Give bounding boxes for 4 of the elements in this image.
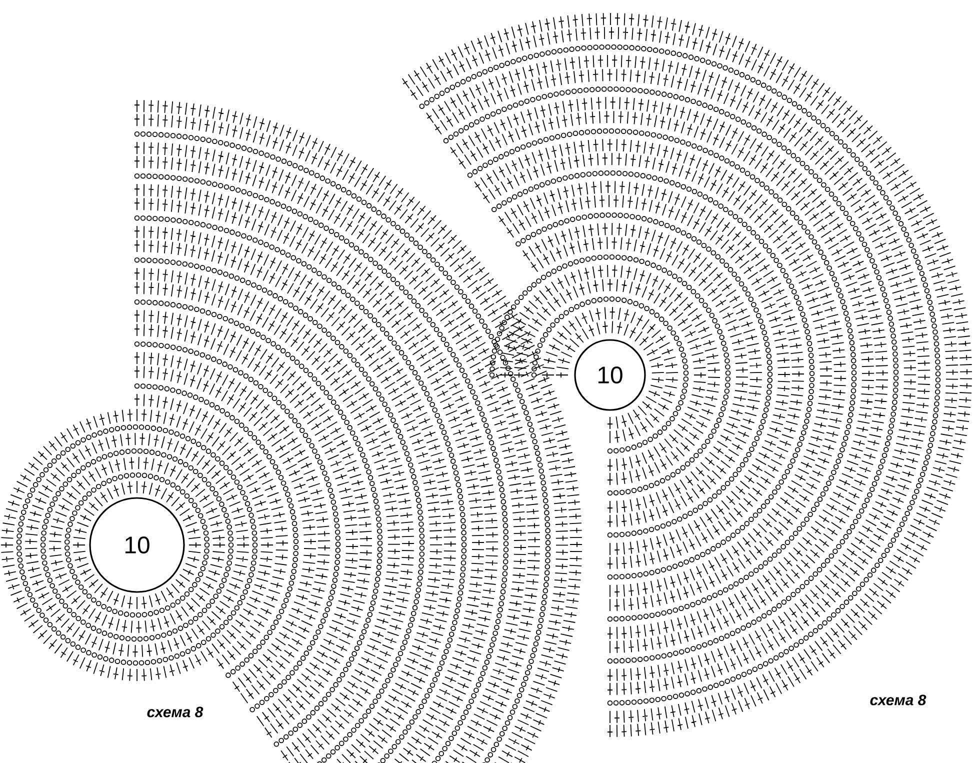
motif-center-ring: 10 (574, 339, 646, 411)
motif-center-ring: 10 (89, 497, 185, 593)
scheme-label: схема 8 (144, 704, 206, 720)
scheme-label: схема 8 (868, 692, 928, 708)
